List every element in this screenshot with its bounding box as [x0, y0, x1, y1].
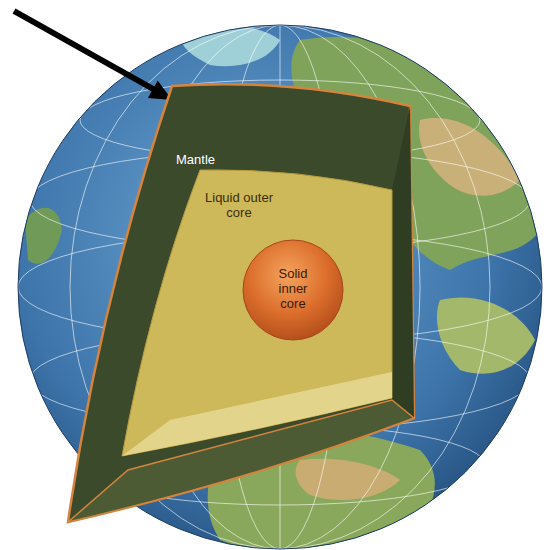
ocean [18, 25, 542, 549]
graticule [18, 25, 542, 549]
layer-label: Mantle [176, 152, 256, 167]
layer-label: Solid inner core [271, 266, 315, 311]
greenland [180, 25, 280, 66]
layer-face [122, 372, 392, 456]
desert-region [419, 118, 520, 196]
sahara [296, 459, 400, 500]
layer-shapes [68, 84, 414, 522]
layer-face [68, 84, 414, 522]
inner-core-layer: Solid inner core [240, 237, 346, 343]
globe-rim [18, 25, 542, 549]
layer-shapes [122, 170, 392, 456]
outer-core-layer: Liquid outer coreSolid inner core [118, 164, 396, 460]
arrow-shaft [14, 11, 155, 90]
layer-face [392, 106, 414, 418]
parallel [18, 232, 542, 342]
layer-face [243, 240, 343, 340]
layer-label: Liquid outer core [200, 190, 278, 220]
mantle-layer: MantleLiquid outer coreSolid inner core [60, 80, 420, 530]
layer-shapes [243, 240, 343, 340]
continents [25, 25, 541, 550]
layer-face [122, 170, 392, 456]
